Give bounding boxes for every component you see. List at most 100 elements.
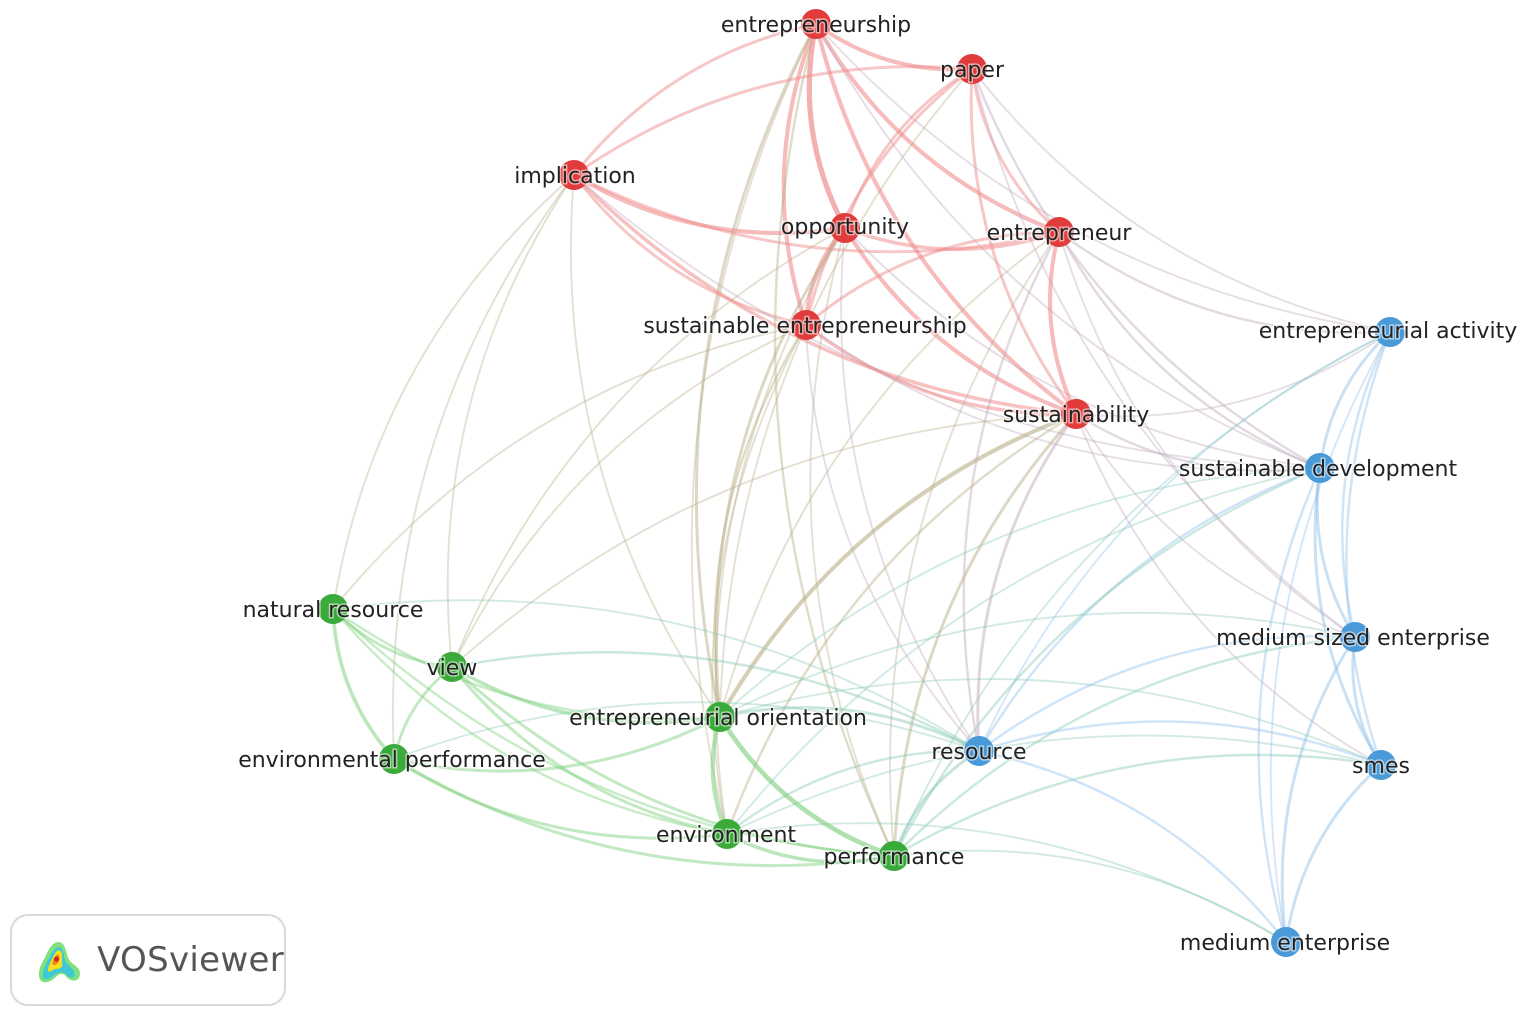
edge-implication-environmental-performance <box>391 174 575 760</box>
edge-sustainability-environment <box>725 412 1078 836</box>
edge-view-entrepreneurial-orientation <box>450 665 722 725</box>
node-medium-enterprise[interactable] <box>1271 927 1301 957</box>
node-entrepreneurial-activity[interactable] <box>1375 317 1405 347</box>
node-label-sustainable-entrepreneurship: sustainable entrepreneurship <box>643 314 966 339</box>
node-entrepreneur[interactable] <box>1044 217 1074 247</box>
edge-layer <box>331 21 1392 944</box>
edge-entrepreneur-sustainable-entrepreneurship <box>804 230 1061 327</box>
node-label-entrepreneurial-orientation: entrepreneurial orientation <box>569 706 867 731</box>
node-label-opportunity: opportunity <box>781 215 909 240</box>
edge-sustainability-entrepreneurial-orientation <box>717 411 1079 720</box>
edge-opportunity-entrepreneur <box>843 226 1061 252</box>
edge-entrepreneur-sustainability <box>1047 229 1079 417</box>
edge-entrepreneurship-environment <box>690 23 817 835</box>
node-sustainable-entrepreneurship[interactable] <box>791 310 821 340</box>
edge-natural-resource-environment <box>331 607 729 836</box>
edge-paper-opportunity <box>843 67 974 230</box>
edge-sustainable-development-entrepreneurial-orientation <box>719 467 1321 718</box>
edge-entrepreneurial-orientation-performance <box>717 714 897 859</box>
edge-smes-performance <box>892 753 1383 858</box>
node-label-implication: implication <box>514 164 635 189</box>
node-label-view: view <box>427 656 478 681</box>
edge-opportunity-sustainability <box>842 225 1079 417</box>
edge-implication-entrepreneur <box>572 173 1061 254</box>
edge-sustainability-resource <box>976 412 1078 753</box>
node-sustainability[interactable] <box>1061 399 1091 429</box>
edge-entrepreneurial-activity-medium-sized-enterprise <box>1341 330 1392 639</box>
node-label-medium-enterprise: medium enterprise <box>1180 931 1390 956</box>
node-label-performance: performance <box>824 845 965 870</box>
edge-view-performance <box>450 665 896 858</box>
edge-sustainable-entrepreneurship-resource <box>805 324 980 752</box>
edge-smes-environment <box>726 734 1382 835</box>
edge-resource-natural-resource <box>332 599 980 752</box>
edge-sustainability-view <box>451 413 1077 668</box>
edge-entrepreneurship-entrepreneur <box>813 21 1062 235</box>
edge-resource-view <box>450 651 981 753</box>
edge-medium-sized-enterprise-smes <box>1351 635 1383 767</box>
edge-entrepreneurial-activity-resource <box>978 331 1391 752</box>
node-layer <box>318 9 1405 957</box>
edge-entrepreneur-entrepreneurial-activity <box>1057 230 1392 334</box>
edge-resource-environment <box>725 749 981 836</box>
node-smes[interactable] <box>1366 750 1396 780</box>
node-resource[interactable] <box>964 736 994 766</box>
edge-entrepreneurship-sustainability <box>813 21 1079 417</box>
node-label-medium-sized-enterprise: medium sized enterprise <box>1216 626 1490 651</box>
node-view[interactable] <box>437 652 467 682</box>
edge-sustainable-entrepreneurship-environment <box>711 324 807 835</box>
edge-opportunity-performance <box>809 227 895 857</box>
edge-sustainable-development-performance <box>892 466 1322 858</box>
vosviewer-brand-name: VOSviewer <box>97 940 284 980</box>
node-opportunity[interactable] <box>830 213 860 243</box>
edge-environment-performance <box>725 832 896 864</box>
edge-sustainable-entrepreneurship-view <box>451 324 807 668</box>
node-implication[interactable] <box>559 160 589 190</box>
edge-sustainable-entrepreneurship-sustainable-development <box>805 324 1321 472</box>
node-paper[interactable] <box>957 54 987 84</box>
edge-resource-environmental-performance <box>393 701 980 760</box>
edge-opportunity-view <box>451 227 846 668</box>
edge-medium-sized-enterprise-entrepreneurial-orientation <box>719 611 1356 718</box>
edge-sustainable-development-medium-enterprise <box>1257 466 1322 944</box>
node-environmental-performance[interactable] <box>379 744 409 774</box>
edge-environmental-performance-entrepreneurial-orientation <box>392 715 722 773</box>
node-label-environment: environment <box>656 823 796 848</box>
node-sustainable-development[interactable] <box>1305 453 1335 483</box>
edge-medium-enterprise-performance <box>893 849 1287 943</box>
edge-resource-entrepreneurial-orientation <box>718 706 981 753</box>
edge-entrepreneurial-activity-performance <box>893 331 1391 857</box>
edge-smes-entrepreneurial-orientation <box>719 678 1382 766</box>
edge-environmental-performance-performance <box>392 757 896 867</box>
node-entrepreneurship[interactable] <box>801 9 831 39</box>
edge-entrepreneurial-activity-sustainable-development <box>1318 330 1392 470</box>
node-natural-resource[interactable] <box>318 594 348 624</box>
edge-sustainable-entrepreneurship-sustainability <box>804 323 1078 416</box>
edge-entrepreneur-entrepreneurial-orientation <box>719 231 1060 718</box>
node-label-environmental-performance: environmental performance <box>238 748 546 773</box>
edge-paper-entrepreneur <box>970 67 1061 234</box>
edge-medium-sized-enterprise-performance <box>892 635 1357 858</box>
node-environment[interactable] <box>712 819 742 849</box>
edge-opportunity-environment <box>714 227 846 835</box>
node-medium-sized-enterprise[interactable] <box>1340 622 1370 652</box>
edge-resource-performance <box>892 749 981 858</box>
edge-opportunity-resource <box>840 227 980 752</box>
edge-sustainability-medium-sized-enterprise <box>1075 413 1356 638</box>
edge-sustainable-entrepreneurship-entrepreneurial-orientation <box>713 323 808 719</box>
label-layer: entrepreneurshippaperimplicationopportun… <box>237 12 1519 958</box>
edge-paper-entrepreneurial-activity <box>971 68 1391 333</box>
node-entrepreneurial-orientation[interactable] <box>705 702 735 732</box>
edge-environmental-performance-environment <box>392 757 729 840</box>
edge-paper-entrepreneurial-orientation <box>719 68 973 718</box>
vosviewer-brand-badge: VOSviewer <box>10 914 286 1006</box>
edge-sustainability-sustainable-development <box>1074 412 1322 473</box>
edge-implication-opportunity <box>571 172 848 236</box>
edge-entrepreneur-sustainable-development <box>1057 230 1322 470</box>
edge-sustainable-development-smes <box>1313 466 1383 767</box>
node-performance[interactable] <box>879 841 909 871</box>
edge-sustainability-performance <box>892 412 1078 858</box>
edge-implication-entrepreneurial-orientation <box>569 174 721 718</box>
edge-smes-resource <box>977 720 1383 767</box>
